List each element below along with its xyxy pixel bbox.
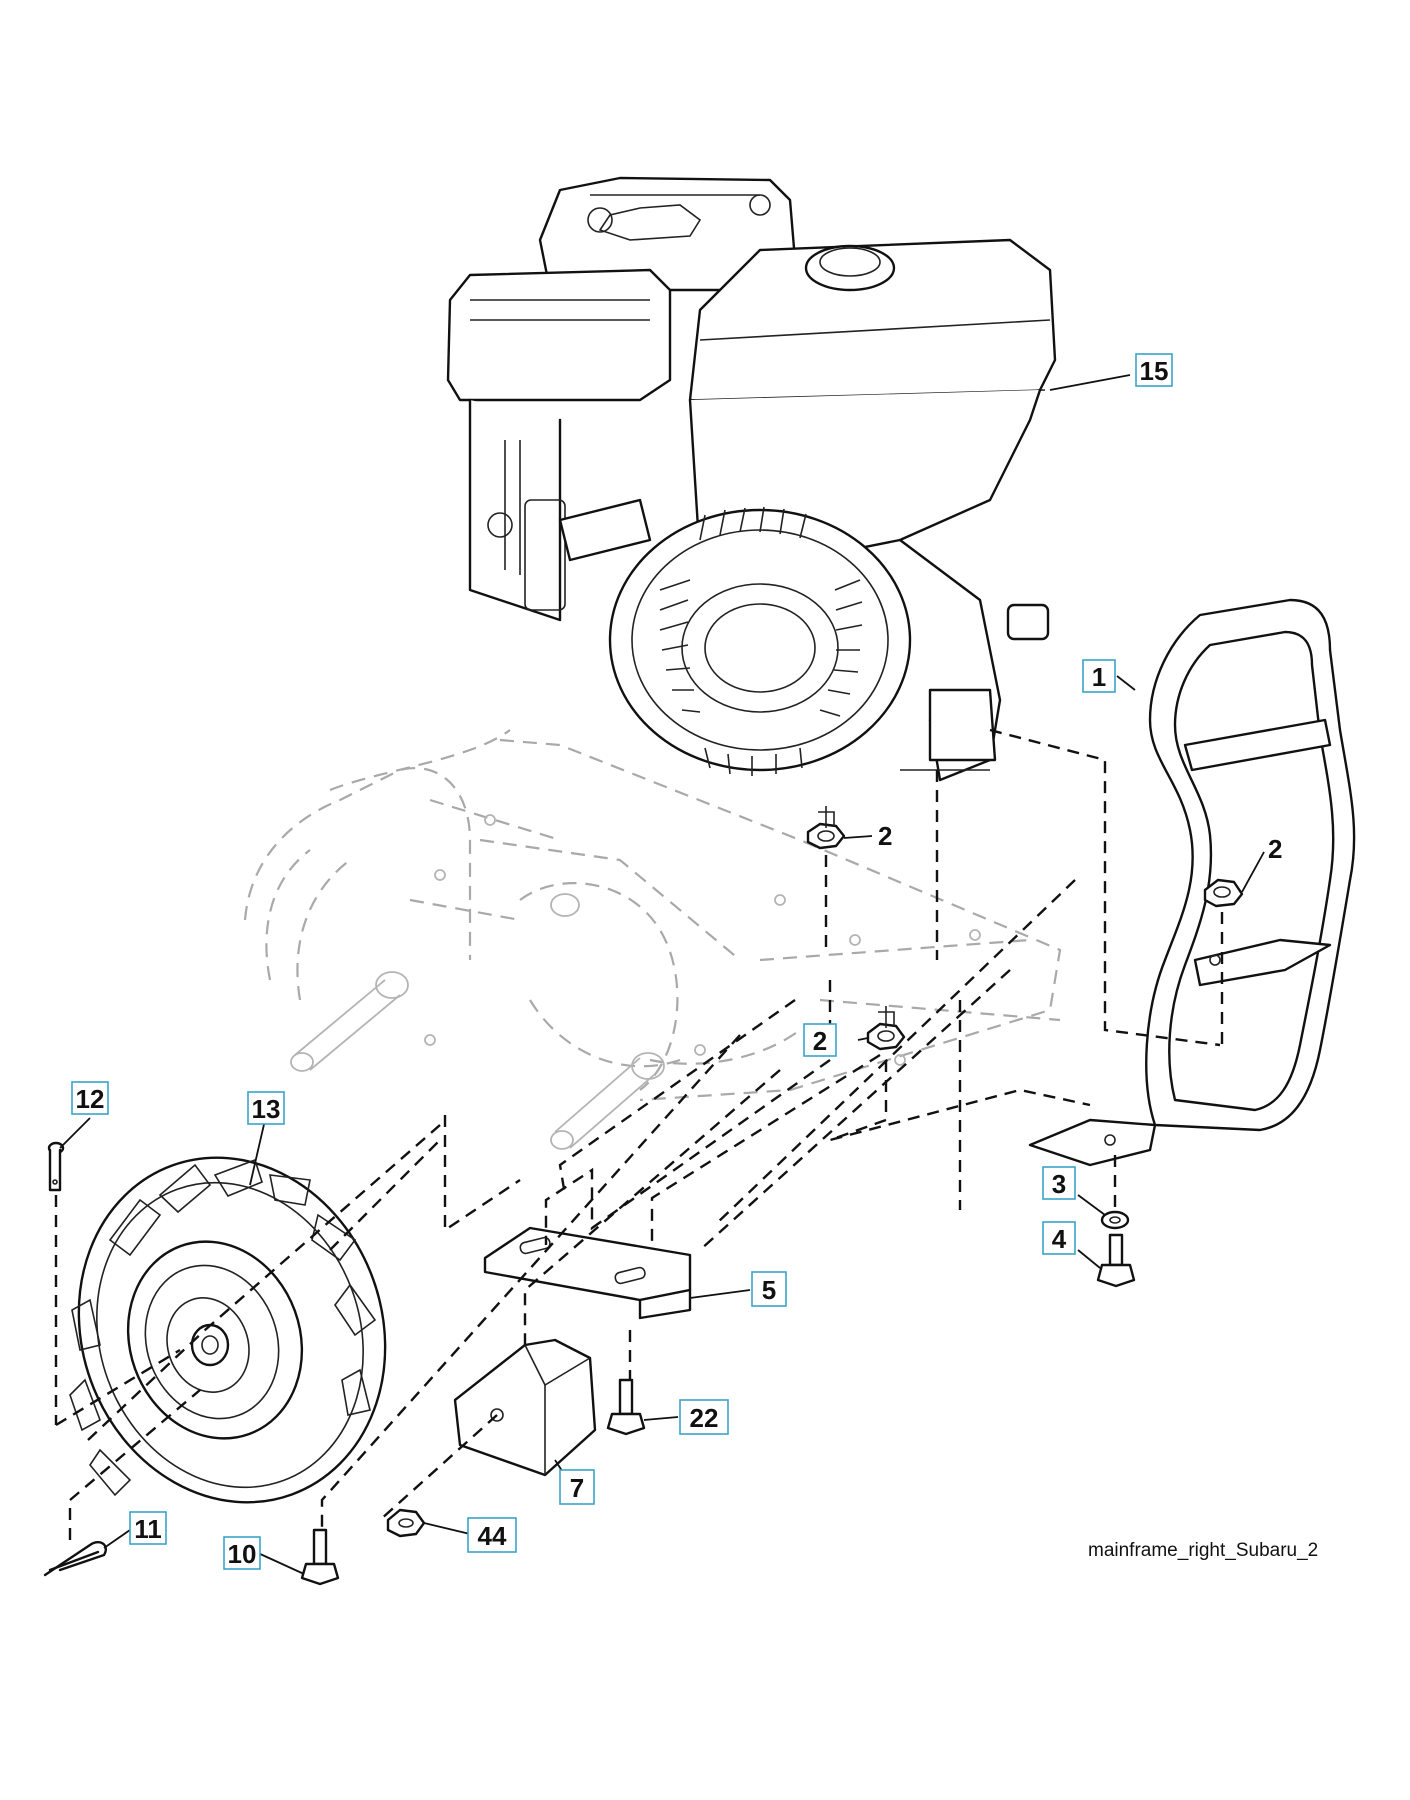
callout-22: 22: [679, 1399, 729, 1435]
svg-text:2: 2: [813, 1026, 827, 1056]
callout-1: 1: [1082, 659, 1116, 693]
svg-text:5: 5: [762, 1275, 776, 1305]
svg-text:15: 15: [1140, 356, 1169, 386]
svg-text:10: 10: [228, 1539, 257, 1569]
callout-4: 4: [1042, 1221, 1076, 1255]
callout-15: 15: [1135, 353, 1173, 387]
svg-text:7: 7: [570, 1473, 584, 1503]
shoe-7: [453, 1338, 597, 1477]
washer-3: [1100, 1210, 1130, 1230]
svg-text:12: 12: [76, 1084, 105, 1114]
svg-text:2: 2: [1268, 834, 1282, 864]
callout-2b: 2: [1268, 834, 1282, 864]
hardware: [43, 806, 1244, 1586]
nut-2c: [866, 1006, 906, 1051]
callout-7: 7: [559, 1469, 595, 1505]
engine: [446, 176, 1057, 782]
svg-text:3: 3: [1052, 1169, 1066, 1199]
diagram-caption: mainframe_right_Subaru_2: [1088, 1540, 1318, 1561]
callout-11: 11: [129, 1511, 167, 1545]
svg-text:13: 13: [252, 1094, 281, 1124]
callout-leaders: [59, 374, 1265, 1575]
svg-text:11: 11: [134, 1514, 162, 1544]
svg-text:44: 44: [478, 1521, 507, 1551]
callout-13: 13: [247, 1091, 285, 1125]
callout-44: 44: [467, 1517, 517, 1553]
svg-text:2: 2: [878, 821, 892, 851]
wheel-13: [69, 1156, 387, 1504]
nut-44: [386, 1508, 426, 1538]
mainframe-ghost: [243, 729, 1062, 1150]
bumper: [1028, 598, 1356, 1167]
nut-2a: [806, 806, 846, 850]
callout-10: 10: [223, 1536, 261, 1570]
svg-text:4: 4: [1052, 1224, 1067, 1254]
hairpin-11: [43, 1541, 107, 1577]
svg-text:1: 1: [1092, 662, 1106, 692]
clevis-pin-12: [47, 1141, 65, 1192]
callout-2a: 2: [878, 821, 892, 851]
bolt-10: [300, 1528, 340, 1586]
callout-3: 3: [1042, 1166, 1076, 1200]
callout-12: 12: [71, 1081, 109, 1115]
bolt-4: [1096, 1233, 1136, 1288]
bracket-5: [483, 1226, 692, 1320]
svg-text:22: 22: [690, 1403, 719, 1433]
assembly-lines: [54, 728, 1224, 1540]
nut-2b: [1203, 878, 1244, 908]
callout-5: 5: [751, 1271, 787, 1307]
callout-2c: 2: [803, 1023, 837, 1057]
bolt-22: [606, 1378, 646, 1436]
